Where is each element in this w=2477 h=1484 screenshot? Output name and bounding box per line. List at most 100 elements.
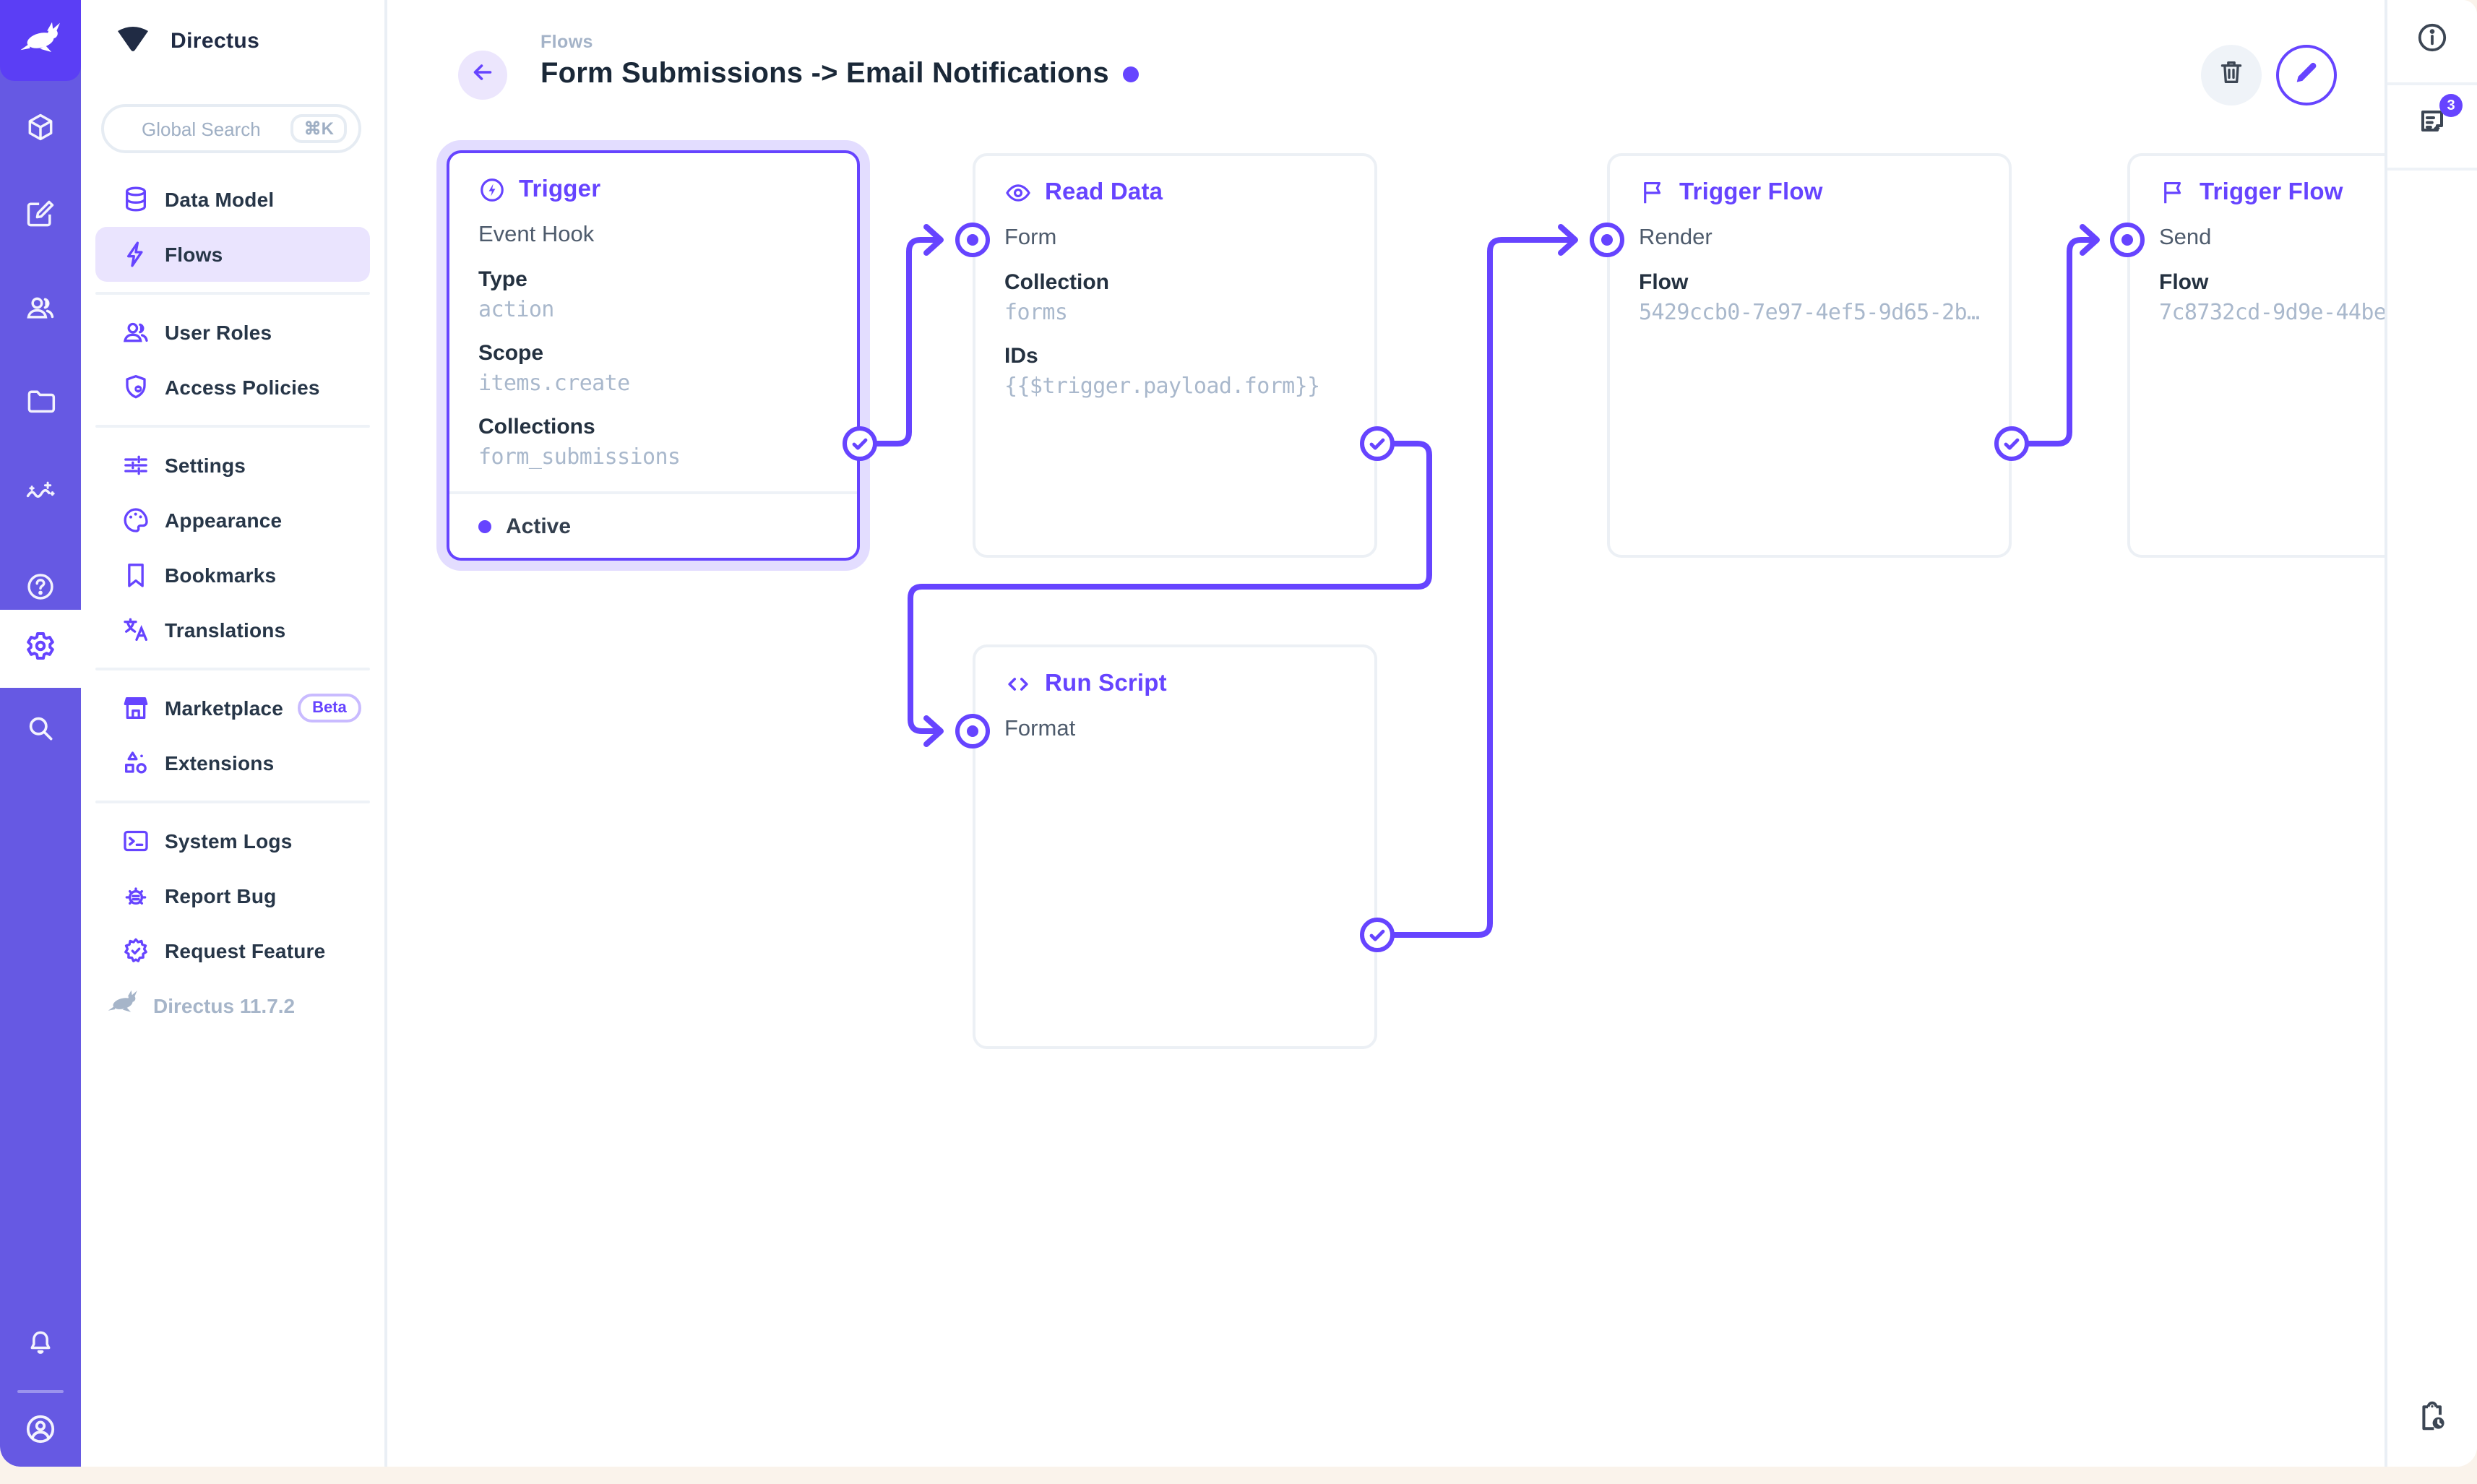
back-button[interactable] (458, 51, 507, 100)
node-name: Form (1004, 225, 1057, 250)
panel-title-label: Trigger (519, 176, 601, 202)
cube-icon (25, 111, 56, 150)
node-name: Event Hook (478, 223, 595, 247)
editor-module-button[interactable] (0, 185, 81, 249)
flag-icon (2159, 179, 2187, 207)
global-search[interactable]: ⌘K (101, 104, 361, 153)
output-connector-read-data[interactable] (1360, 426, 1395, 461)
field-label: Flow (1639, 270, 1689, 295)
palette-icon (121, 506, 150, 535)
delete-flow-button[interactable] (2201, 45, 2262, 105)
field-label: Type (478, 267, 527, 292)
sidebar-item-label: Report Bug (165, 884, 277, 907)
docs-module-button[interactable] (0, 558, 81, 621)
account-circle-icon (23, 1411, 58, 1453)
pencil-icon (2292, 57, 2321, 93)
panel-title-label: Trigger Flow (1679, 179, 1823, 205)
run-history-rail-button[interactable] (2387, 1386, 2477, 1455)
flow-panel-trigger[interactable]: Trigger Event Hook Type action Scope ite… (447, 150, 860, 561)
info-rail-button[interactable] (2387, 0, 2477, 85)
project-logo-icon (116, 21, 150, 60)
directus-logo-button[interactable] (0, 0, 81, 81)
field-label: Collections (478, 415, 595, 439)
sidebar-item-appearance[interactable]: Appearance (95, 493, 370, 548)
sidebar-item-settings[interactable]: Settings (95, 438, 370, 493)
project-header[interactable]: Directus (81, 0, 384, 81)
sidebar-item-label: System Logs (165, 829, 293, 853)
content-module-button[interactable] (0, 98, 81, 162)
output-connector-trigger[interactable] (843, 426, 877, 461)
insights-module-button[interactable] (0, 462, 81, 526)
sidebar-item-translations[interactable]: Translations (95, 603, 370, 657)
breadcrumb[interactable]: Flows (540, 32, 593, 52)
sidebar: Directus ⌘K Data Model Flows User Roles … (81, 0, 387, 1467)
field-label: Scope (478, 341, 544, 366)
sidebar-divider (95, 425, 370, 428)
people-icon (25, 291, 56, 330)
output-connector-trigger-flow-render[interactable] (1994, 426, 2029, 461)
edit-flow-button[interactable] (2276, 45, 2337, 105)
page-title: Form Submissions -> Email Notifications (540, 58, 1109, 90)
help-circle-icon (25, 570, 56, 609)
global-search-input[interactable] (142, 118, 286, 139)
input-connector-read-data[interactable] (955, 223, 990, 257)
notices-icon (2415, 111, 2450, 146)
sidebar-item-extensions[interactable]: Extensions (95, 735, 370, 790)
sidebar-item-report-bug[interactable]: Report Bug (95, 868, 370, 923)
sidebar-item-flows[interactable]: Flows (95, 227, 370, 282)
input-dot (1601, 234, 1613, 246)
notifications-button[interactable] (0, 1315, 81, 1379)
info-icon (2415, 20, 2450, 62)
sidebar-item-user-roles[interactable]: User Roles (95, 305, 370, 360)
sidebar-item-system-logs[interactable]: System Logs (95, 814, 370, 868)
notices-count-badge: 3 (2439, 94, 2463, 117)
sidebar-item-data-model[interactable]: Data Model (95, 172, 370, 227)
input-connector-trigger-flow-render[interactable] (1590, 223, 1624, 257)
edit-square-icon (25, 197, 56, 236)
flow-panel-trigger-flow-render[interactable]: Trigger Flow Render Flow 5429ccb0-7e97-4… (1607, 153, 2012, 558)
field-value: 7c8732cd-9d9e-44be (2159, 299, 2385, 325)
tune-icon (121, 451, 150, 480)
bolt-icon (121, 240, 150, 269)
input-connector-trigger-flow-send[interactable] (2110, 223, 2145, 257)
flow-connections (857, 224, 2100, 938)
output-connector-run-script[interactable] (1360, 918, 1395, 952)
flow-canvas-area: Flows Form Submissions -> Email Notifica… (387, 0, 2385, 1467)
panel-title-label: Run Script (1045, 670, 1167, 696)
search-shortcut-chip: ⌘K (290, 114, 347, 143)
logs-rail-button[interactable]: 3 (2387, 85, 2477, 171)
extension-icon (121, 749, 150, 777)
people-icon (121, 318, 150, 347)
files-module-button[interactable] (0, 373, 81, 436)
flow-panel-read-data[interactable]: Read Data Form Collection forms IDs {{$t… (973, 153, 1377, 558)
field-value: items.create (478, 370, 630, 396)
sidebar-item-label: Translations (165, 618, 286, 642)
rabbit-logo-icon (19, 21, 62, 60)
search-module-button[interactable] (0, 699, 81, 763)
project-name: Directus (171, 28, 260, 53)
flow-panel-trigger-flow-send[interactable]: Trigger Flow Send Flow 7c8732cd-9d9e-44b… (2127, 153, 2385, 558)
right-rail: 3 (2385, 0, 2477, 1467)
sidebar-divider (95, 292, 370, 295)
sidebar-item-marketplace[interactable]: Marketplace Beta (95, 681, 370, 735)
wire-arrow (923, 224, 944, 256)
sidebar-item-bookmarks[interactable]: Bookmarks (95, 548, 370, 603)
sidebar-item-request-feature[interactable]: Request Feature (95, 923, 370, 978)
insights-wave-icon (25, 475, 56, 514)
rabbit-icon-gray (107, 990, 139, 1022)
arrow-left-icon (470, 59, 496, 92)
flag-icon (1639, 179, 1666, 207)
sidebar-item-access-policies[interactable]: Access Policies (95, 360, 370, 415)
flow-panel-run-script[interactable]: Run Script Format (973, 644, 1377, 1049)
users-module-button[interactable] (0, 279, 81, 342)
code-icon (1004, 670, 1032, 698)
input-connector-run-script[interactable] (955, 714, 990, 749)
sidebar-divider (95, 801, 370, 803)
bug-icon (121, 881, 150, 910)
app-version: Directus 11.7.2 (153, 994, 296, 1017)
sidebar-item-label: Data Model (165, 188, 275, 211)
sidebar-nav: Data Model Flows User Roles Access Polic… (81, 172, 384, 1033)
panel-title-label: Trigger Flow (2200, 179, 2343, 205)
account-button[interactable] (0, 1400, 81, 1464)
settings-module-button-active[interactable] (0, 610, 81, 688)
